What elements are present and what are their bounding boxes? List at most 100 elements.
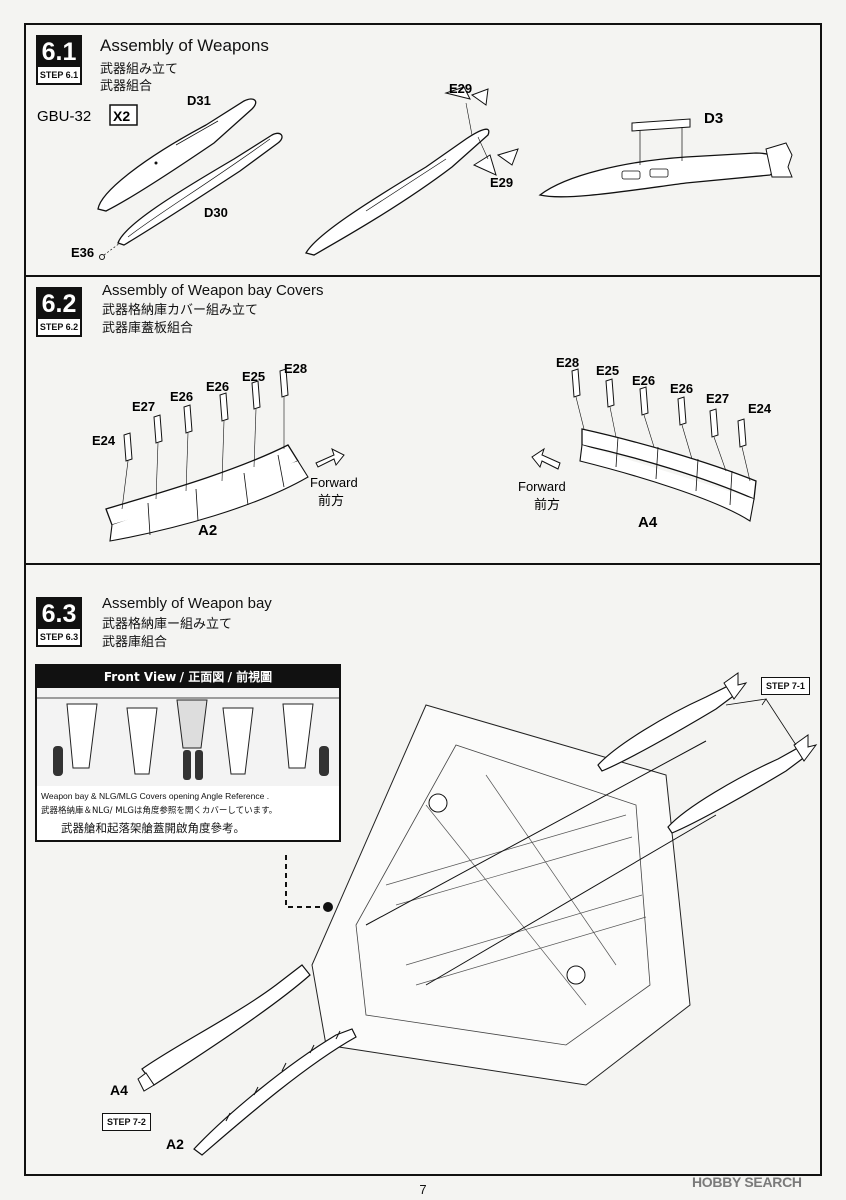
label-e36: E36 bbox=[71, 245, 94, 260]
cover-a2-rib-3 bbox=[243, 472, 249, 506]
forward-arrow-right bbox=[315, 448, 345, 468]
hinge-e26b-left bbox=[219, 392, 229, 422]
cover-a4-rib-3 bbox=[695, 458, 699, 492]
hinge-e25-left bbox=[251, 380, 261, 410]
right-hinge-guides bbox=[575, 396, 751, 482]
cover-a2-rib-4 bbox=[277, 454, 285, 488]
label-e26b-right: E26 bbox=[670, 381, 693, 396]
bomb-seam bbox=[365, 158, 447, 212]
fin-e29-bottom-1 bbox=[472, 154, 497, 176]
hinge-e28-right bbox=[571, 368, 581, 398]
cover-a2-rib-2 bbox=[195, 488, 199, 522]
label-e29-bottom: E29 bbox=[490, 175, 513, 190]
front-view-wheels bbox=[53, 746, 329, 780]
label-e27-left: E27 bbox=[132, 399, 155, 414]
label-a4: A4 bbox=[638, 514, 658, 531]
label-e24-left: E24 bbox=[92, 433, 116, 448]
step-badge: 6.1 STEP 6.1 bbox=[36, 35, 82, 85]
cover-a2-hinges bbox=[225, 1030, 341, 1122]
step-title-jp: 武器格納庫カバー組み立て bbox=[102, 303, 259, 318]
front-view-caption-jp: 武器格納庫＆NLG/ MLGは角度参照を開くカバーしています。 bbox=[41, 806, 278, 816]
bomb-window-2 bbox=[649, 168, 669, 178]
cover-a2-installed bbox=[193, 1028, 357, 1156]
hinge-e26a-left bbox=[183, 404, 193, 434]
label-e26a-right: E26 bbox=[632, 373, 655, 388]
label-e24-right: E24 bbox=[748, 401, 772, 416]
fin-guide-1 bbox=[465, 102, 473, 136]
step-7-1-tag: STEP 7-1 bbox=[761, 677, 810, 695]
cover-a4-tip bbox=[137, 1072, 155, 1092]
label-e28-right: E28 bbox=[556, 355, 579, 370]
forward-jp-right: 前方 bbox=[534, 497, 560, 512]
front-view-connector bbox=[285, 855, 326, 908]
label-e26a-left: E26 bbox=[170, 389, 193, 404]
step-title-zh: 武器庫蓋板組合 bbox=[102, 321, 194, 336]
right-hinge-parts bbox=[571, 368, 747, 448]
weapon-name: GBU-32 bbox=[37, 108, 91, 125]
front-view-header: Front View / 正面図 / 前視圖 bbox=[37, 666, 339, 688]
front-view-drawing bbox=[37, 688, 339, 786]
gbu-32-diagram: GBU-32 X2 D31 D30 E36 E29 E29 bbox=[37, 81, 793, 260]
front-view-title-zh: 前視圖 bbox=[236, 670, 273, 684]
forward-label-right: Forward bbox=[518, 479, 566, 494]
step-title-jp: 武器格納庫ー組み立て bbox=[102, 617, 233, 632]
label-e27-right: E27 bbox=[706, 391, 729, 406]
step-title-zh: 武器組合 bbox=[100, 79, 153, 94]
step-label: STEP 6.1 bbox=[39, 70, 79, 80]
front-view-caption-en: Weapon bay & NLG/MLG Covers opening Angl… bbox=[41, 791, 270, 801]
step-7-2-tag: STEP 7-2 bbox=[102, 1113, 151, 1131]
part-d31-seam bbox=[175, 120, 219, 146]
step-title-en: Assembly of Weapon bay Covers bbox=[102, 282, 324, 299]
page-number: 7 bbox=[419, 1182, 427, 1197]
step-number: 6.1 bbox=[38, 37, 80, 67]
step-title-en: Assembly of Weapons bbox=[100, 36, 269, 55]
step-badge: 6.3 STEP 6.3 bbox=[36, 597, 82, 647]
step-title-zh: 武器庫組合 bbox=[102, 635, 168, 650]
label-e25-right: E25 bbox=[596, 363, 619, 378]
label-e26b-left: E26 bbox=[206, 379, 229, 394]
step-6-1-section: 6.1 STEP 6.1 Assembly of Weapons 武器組み立て … bbox=[26, 25, 820, 277]
label-d3: D3 bbox=[704, 110, 723, 127]
cover-a2-rim bbox=[109, 460, 309, 542]
bay-covers-diagram: E24 E27 E26 E26 E25 E28 A2 Forward 前方 bbox=[92, 355, 772, 542]
label-e28-left: E28 bbox=[284, 361, 307, 376]
forward-jp-left: 前方 bbox=[318, 493, 344, 508]
forward-label-left: Forward bbox=[310, 475, 358, 490]
cover-a4-rib-1 bbox=[615, 436, 619, 468]
cover-a2-rib-1 bbox=[147, 502, 151, 536]
step-number: 6.3 bbox=[38, 599, 80, 629]
step-6-2-section: 6.2 STEP 6.2 Assembly of Weapon bay Cove… bbox=[26, 277, 820, 565]
label-d30: D30 bbox=[204, 205, 228, 220]
step-title-en: Assembly of Weapon bay bbox=[102, 595, 272, 612]
part-d31-shell bbox=[97, 98, 257, 212]
front-view-title-en: Front View bbox=[103, 670, 177, 684]
label-e29-top: E29 bbox=[449, 81, 472, 96]
step-label: STEP 6.3 bbox=[39, 632, 79, 642]
aircraft-underside bbox=[311, 704, 691, 1086]
hinge-e24-left bbox=[123, 432, 133, 462]
step71-pointer-upper bbox=[725, 698, 767, 706]
front-view-bay-doors bbox=[66, 703, 314, 775]
step71-pointer-lower bbox=[765, 698, 797, 746]
fin-e29-top-1 bbox=[444, 86, 471, 100]
part-d31-pin bbox=[154, 161, 158, 165]
bay-structure bbox=[385, 774, 647, 1006]
bomb-lower-fins bbox=[793, 734, 818, 762]
bomb-complete-tail bbox=[765, 142, 793, 178]
front-view-nose-gear bbox=[176, 699, 208, 749]
rail-line-upper bbox=[365, 740, 707, 926]
label-e25-left: E25 bbox=[242, 369, 265, 384]
hinge-e27-left bbox=[153, 414, 163, 444]
left-hinge-guides bbox=[121, 397, 285, 510]
fin-e29-bottom-2 bbox=[496, 148, 519, 166]
bomb-lower bbox=[667, 748, 806, 834]
left-hinge-parts bbox=[123, 368, 289, 462]
step-6-3-section: 6.3 STEP 6.3 Assembly of Weapon bay 武器格納… bbox=[26, 565, 820, 1174]
cover-a4-rib-2 bbox=[655, 446, 659, 480]
hinge-e28-left bbox=[279, 368, 289, 398]
bomb-window-1 bbox=[621, 170, 641, 180]
step-badge: 6.2 STEP 6.2 bbox=[36, 287, 82, 337]
quantity-box bbox=[109, 104, 138, 126]
hinge-e25-right bbox=[605, 378, 615, 408]
rail-line-lower bbox=[425, 814, 717, 986]
